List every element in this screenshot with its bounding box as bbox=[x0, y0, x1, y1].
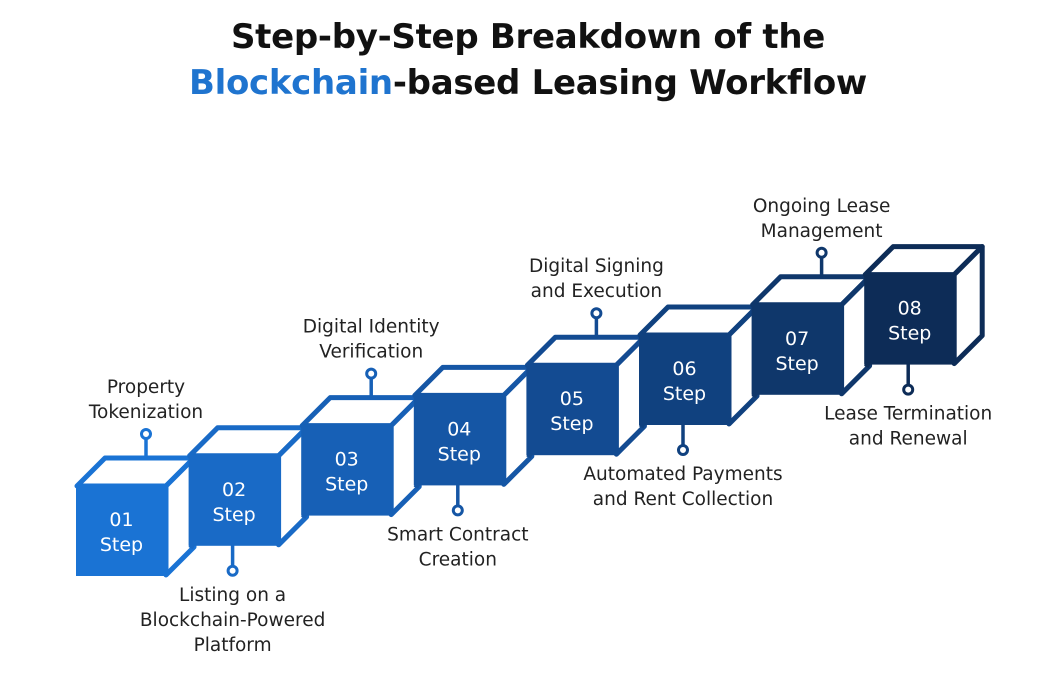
step-label-line: and Rent Collection bbox=[593, 489, 773, 510]
cube-front-face bbox=[526, 364, 618, 456]
step-label-line: and Execution bbox=[531, 281, 662, 302]
pin-dot-icon bbox=[677, 444, 689, 456]
step-word: Step bbox=[325, 474, 368, 496]
pin-dot-icon bbox=[451, 504, 464, 517]
step-label-line: Smart Contract bbox=[387, 524, 528, 545]
step-label-line: Lease Termination bbox=[824, 404, 992, 425]
pin-dot-icon bbox=[140, 428, 152, 440]
step-label-line: Tokenization bbox=[88, 402, 203, 423]
step-label-line: Ongoing Lease bbox=[753, 196, 891, 217]
title-line-1: Step-by-Step Breakdown of the bbox=[230, 17, 826, 57]
step-label-line: Digital Signing bbox=[529, 256, 664, 277]
step-number: 02 bbox=[222, 479, 246, 501]
pin-dot-icon bbox=[815, 246, 828, 259]
step-word: Step bbox=[663, 383, 706, 405]
step-label-line: Blockchain-Powered bbox=[140, 610, 325, 631]
step-word: Step bbox=[100, 534, 143, 556]
step-label-line: Automated Payments bbox=[583, 464, 782, 485]
step-number: 07 bbox=[785, 328, 809, 350]
pin-dot-icon bbox=[226, 564, 239, 577]
step-number: 06 bbox=[672, 358, 696, 380]
step-label-line: Management bbox=[761, 221, 883, 242]
step-label-line: Platform bbox=[194, 635, 272, 656]
pin-dot-icon bbox=[365, 367, 378, 380]
title-line-2-rest: -based Leasing Workflow bbox=[392, 63, 867, 103]
step-label-line: Digital Identity bbox=[303, 317, 440, 338]
step-label-line: and Renewal bbox=[849, 429, 968, 450]
step-word: Step bbox=[775, 353, 818, 375]
step-number: 04 bbox=[447, 418, 471, 440]
pin-dot-icon bbox=[590, 307, 603, 320]
step-label-line: Verification bbox=[319, 342, 423, 363]
step-number: 03 bbox=[335, 449, 359, 471]
step-number: 05 bbox=[560, 388, 584, 410]
step-label-line: Listing on a bbox=[179, 585, 286, 606]
cube-front-face bbox=[188, 454, 280, 546]
step-number: 01 bbox=[109, 509, 133, 531]
pin-dot-icon bbox=[902, 383, 915, 396]
diagram-title: Step-by-Step Breakdown of the Blockchain… bbox=[0, 14, 1056, 106]
step-word: Step bbox=[438, 443, 481, 465]
title-highlight: Blockchain bbox=[188, 63, 393, 103]
cube-front-face bbox=[639, 334, 730, 425]
step-word: Step bbox=[888, 323, 931, 345]
step-label-line: Property bbox=[107, 377, 185, 398]
cube-front-face bbox=[751, 303, 843, 395]
cube-front-face bbox=[413, 394, 505, 486]
step-number: 08 bbox=[898, 298, 922, 320]
cube-front-face bbox=[301, 424, 393, 516]
cube-front-face bbox=[864, 273, 956, 365]
title-line-2: Blockchain-based Leasing Workflow bbox=[0, 60, 1056, 106]
step-label-line: Creation bbox=[419, 549, 497, 570]
cube-front-face bbox=[76, 485, 167, 576]
step-word: Step bbox=[550, 413, 593, 435]
step-word: Step bbox=[212, 504, 255, 526]
